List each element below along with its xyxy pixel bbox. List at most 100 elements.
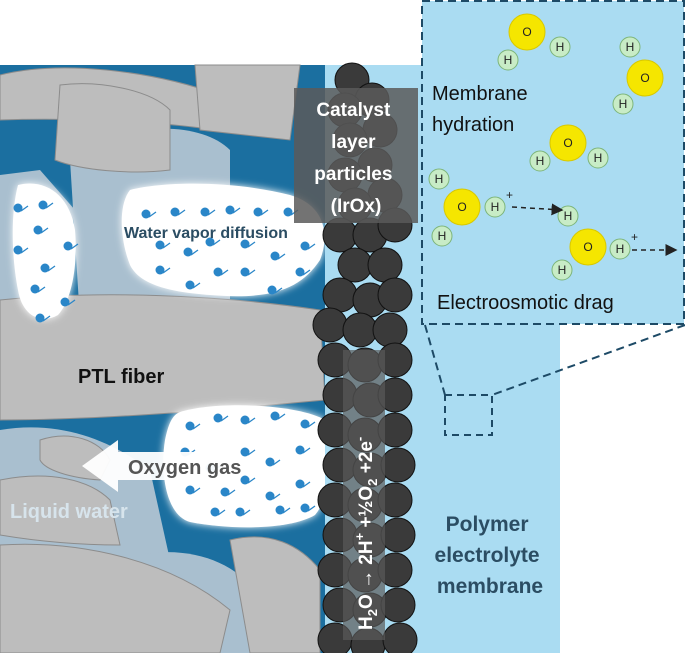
- water-molecule-icon: [240, 447, 256, 457]
- water-molecule-icon: [205, 237, 221, 247]
- svg-text:H: H: [558, 263, 567, 277]
- svg-text:O: O: [640, 71, 649, 85]
- svg-text:+: +: [631, 230, 638, 244]
- svg-text:H: H: [536, 154, 545, 168]
- catalyst-particle: [372, 312, 408, 348]
- svg-text:O: O: [522, 25, 531, 39]
- svg-text:H: H: [435, 172, 444, 186]
- svg-text:O: O: [457, 200, 466, 214]
- water-molecule-icon: [33, 225, 49, 235]
- catalyst-line-2: layer: [331, 132, 376, 153]
- water-molecule-icon: [253, 207, 269, 217]
- svg-text:H: H: [564, 209, 573, 223]
- water-vapor-label: Water vapor diffusion: [124, 225, 288, 242]
- water-molecule-icon: [300, 503, 316, 513]
- oxygen-atom-icon: O: [626, 59, 664, 97]
- svg-text:H: H: [556, 40, 565, 54]
- water-molecule-icon: [170, 207, 186, 217]
- left-arrow-icon: [82, 440, 240, 492]
- water-molecule-icon: [267, 285, 283, 295]
- catalyst-line-1: Catalyst: [316, 100, 391, 121]
- water-molecule-icon: [185, 485, 201, 495]
- oxygen-atom-icon: O: [569, 228, 607, 266]
- reaction-box: [343, 350, 385, 640]
- ptl-fiber: [54, 83, 171, 173]
- ptl-fiber-group: [0, 64, 326, 653]
- hydrogen-atom-icon: H: [431, 225, 453, 247]
- catalyst-line-4: (IrOx): [331, 196, 382, 217]
- zoom-target-box: [444, 394, 493, 436]
- svg-text:H: H: [619, 97, 628, 111]
- catalyst-particle: [322, 217, 358, 253]
- water-molecule-icon: [213, 267, 229, 277]
- catalyst-particle: [380, 517, 416, 553]
- svg-text:H: H: [594, 151, 603, 165]
- water-molecule-icon: [141, 209, 157, 219]
- water-molecule-icon: [220, 487, 236, 497]
- oxygen-atom-icon: O: [508, 13, 546, 51]
- water-molecule-icon: [275, 505, 291, 515]
- catalyst-label: Catalyst layer particles (IrOx): [314, 100, 397, 217]
- hydrogen-atom-icon: H+: [484, 188, 513, 218]
- svg-text:H: H: [616, 242, 625, 256]
- water-molecule-icon: [265, 491, 281, 501]
- hydrogen-atom-icon: H: [619, 36, 641, 58]
- catalyst-particle: [342, 312, 378, 348]
- water-molecule-icon: [63, 241, 79, 251]
- pem-label: Polymer electrolyte membrane: [435, 513, 546, 598]
- hydrogen-atom-icon: H: [551, 259, 573, 281]
- hydrogen-atom-icon: H: [428, 168, 450, 190]
- water-molecule-icon: [40, 263, 56, 273]
- membrane-hydration-label: Membrane hydration: [432, 83, 533, 136]
- water-molecule-icon: [30, 284, 46, 294]
- ptl-fiber: [194, 64, 301, 141]
- reaction-equation: H2O → 2H+ +½O2 +2e-: [352, 437, 380, 630]
- catalyst-particle: [377, 277, 413, 313]
- hydrogen-atom-icon: H+: [609, 230, 638, 260]
- water-molecule-icon: [295, 445, 311, 455]
- water-molecule-icon: [270, 251, 286, 261]
- svg-text:O: O: [583, 240, 592, 254]
- water-molecule-icon: [185, 280, 201, 290]
- water-molecule-icon: [225, 205, 241, 215]
- water-molecule-icon: [155, 265, 171, 275]
- water-molecule-icon: [13, 245, 29, 255]
- water-molecule-icon: [38, 200, 54, 210]
- gas-bubbles: [12, 183, 333, 528]
- water-molecule-icon: [300, 419, 316, 429]
- water-molecule-icon: [35, 313, 51, 323]
- hydrogen-atom-icon: H: [497, 49, 519, 71]
- zoom-connector: [424, 324, 685, 396]
- water-molecule-icon: [155, 240, 171, 250]
- oxygen-atom-icon: O: [443, 188, 481, 226]
- catalyst-particle: [380, 447, 416, 483]
- water-molecule-icon: [60, 297, 76, 307]
- water-molecule-icon: [240, 267, 256, 277]
- water-molecule-icon: [200, 207, 216, 217]
- water-molecule-icon: [240, 415, 256, 425]
- water-molecule-icon: [213, 413, 229, 423]
- catalyst-label-box: [294, 88, 418, 223]
- hydrogen-atom-icon: H: [587, 147, 609, 169]
- svg-text:O: O: [563, 136, 572, 150]
- hydrogen-atom-icon: H: [549, 36, 571, 58]
- water-vapor-bubble: [12, 183, 76, 319]
- water-molecule-icon: [240, 239, 256, 249]
- svg-text:H: H: [491, 200, 500, 214]
- catalyst-particle: [322, 277, 358, 313]
- electroosmotic-label: Electroosmotic drag: [437, 292, 614, 314]
- svg-text:H: H: [626, 40, 635, 54]
- water-molecule-icon: [270, 411, 286, 421]
- water-molecule-icon: [235, 507, 251, 517]
- liquid-water-label: Liquid water: [10, 501, 128, 523]
- oxygen-gas-label: Oxygen gas: [128, 457, 241, 479]
- catalyst-particle: [382, 622, 418, 653]
- water-molecule-icon: [185, 421, 201, 431]
- ptl-fiber: [0, 543, 231, 653]
- oxygen-atom-icon: O: [549, 124, 587, 162]
- catalyst-particle: [337, 247, 373, 283]
- ptl-fiber: [229, 536, 321, 653]
- catalyst-particle: [380, 587, 416, 623]
